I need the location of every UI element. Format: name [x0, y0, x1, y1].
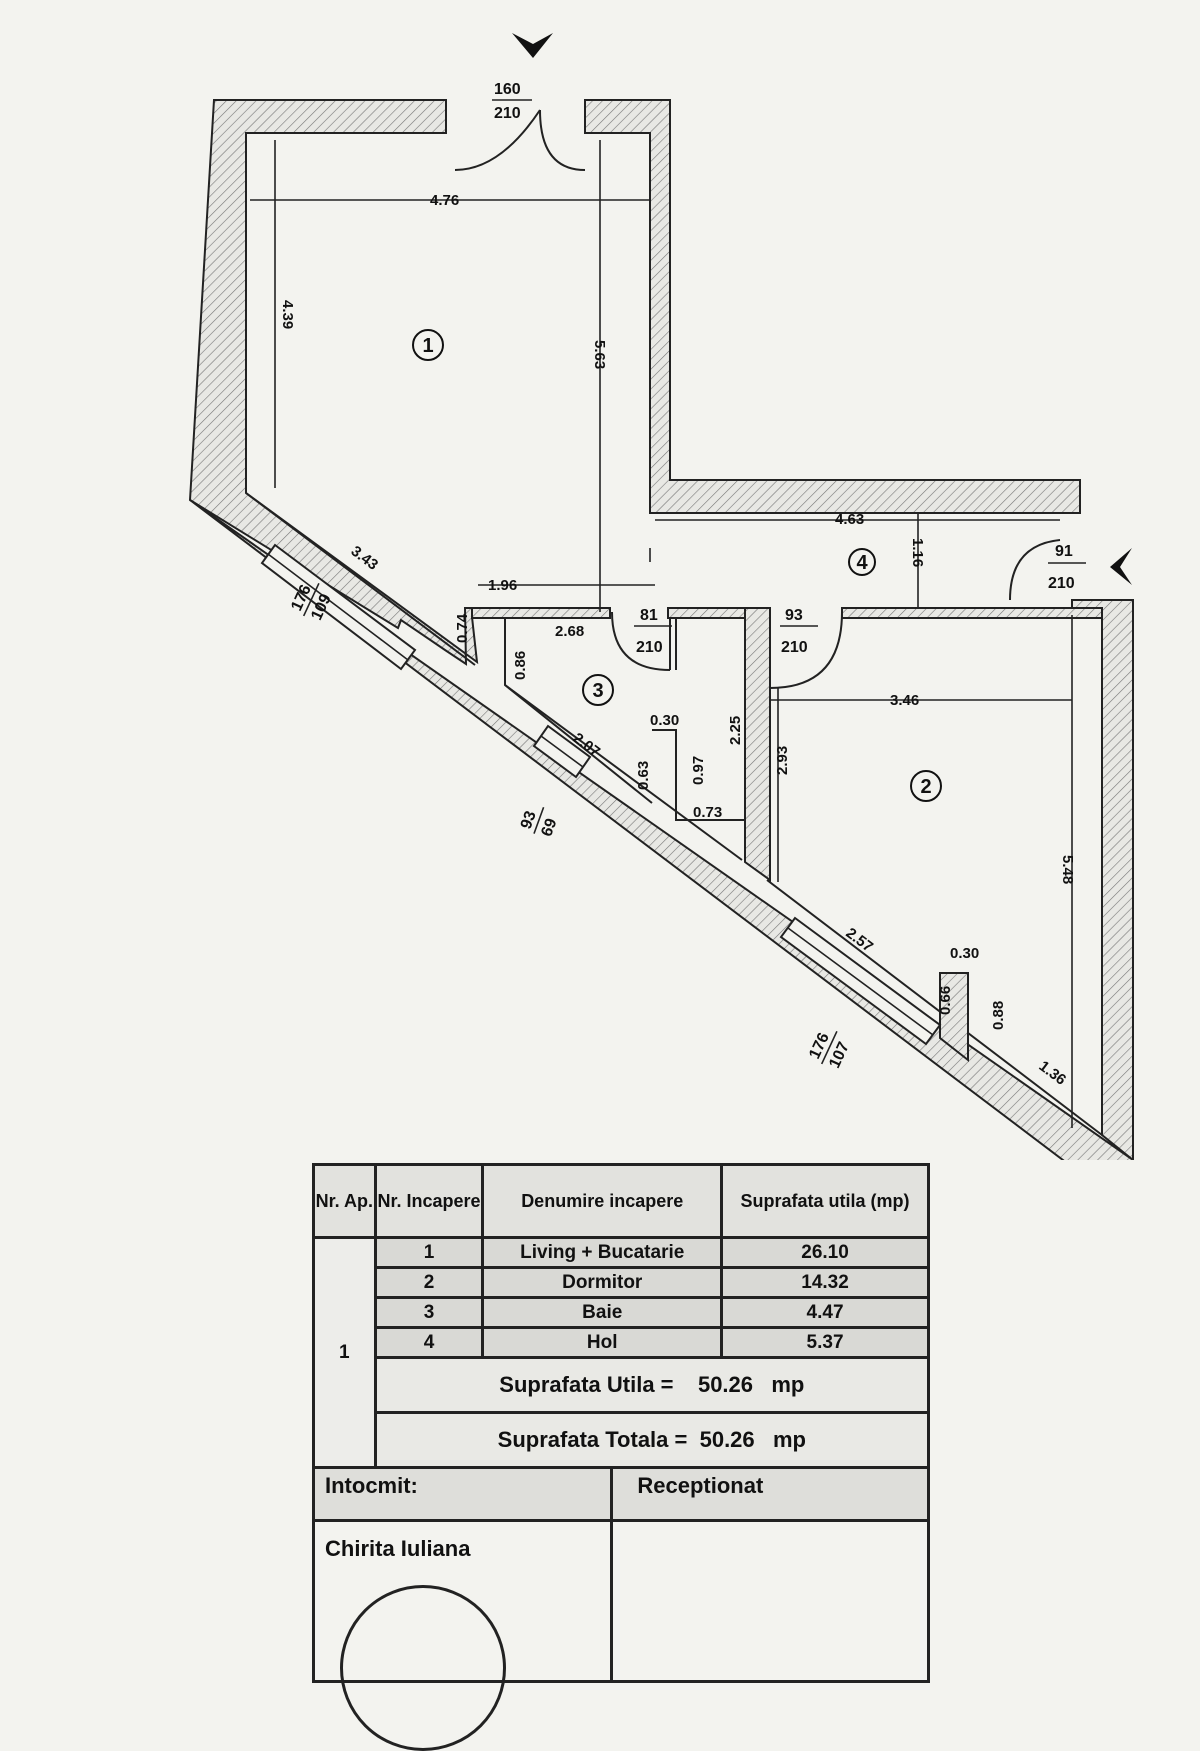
room-number-2: 2: [910, 770, 942, 802]
door-width: 93: [785, 607, 803, 624]
dim-4-76: 4.76: [430, 192, 459, 209]
stamp-seal: [340, 1585, 506, 1751]
door-height: 210: [781, 639, 808, 656]
dim-0-30b: 0.30: [950, 945, 979, 962]
door-height: 210: [1048, 575, 1075, 592]
dim-5-63: 5.63: [591, 340, 608, 369]
entry-arrow-top: [512, 33, 553, 58]
room-name: Dormitor: [481, 1266, 724, 1299]
room-name: Living + Bucatarie: [481, 1236, 724, 1269]
dim-0-74: 0.74: [454, 613, 471, 643]
door-width: 160: [494, 81, 521, 98]
room-nr: 1: [373, 1236, 485, 1269]
intocmit-label: Intocmit:: [311, 1466, 614, 1522]
door-label-entrance: 160 210: [492, 81, 532, 122]
dim-1-96: 1.96: [488, 577, 517, 594]
door-label-side: 91 210: [1048, 543, 1086, 592]
svg-text:3: 3: [592, 680, 603, 702]
svg-text:4: 4: [856, 552, 868, 574]
dim-0-73: 0.73: [693, 804, 722, 821]
svg-text:2: 2: [920, 776, 931, 798]
room-number-3: 3: [582, 674, 614, 706]
side-door-arc: [1009, 539, 1061, 601]
window-label-3: 176 107: [806, 1030, 853, 1071]
room-number-4: 4: [848, 548, 876, 576]
dim-1-16: 1.16: [909, 538, 926, 567]
floor-plan: 160 210 91 210 81 210 93 210 176 109 93 …: [188, 33, 1134, 1160]
header-denumire: Denumire incapere: [481, 1163, 724, 1239]
apartment-number: 1: [312, 1236, 377, 1469]
dim-4-63: 4.63: [835, 511, 864, 528]
suprafata-utila: Suprafata Utila = 50.26 mp: [373, 1356, 931, 1414]
hall-upper-walls: [584, 99, 1081, 514]
dim-2-68: 2.68: [555, 623, 584, 640]
room-number-1: 1: [412, 329, 444, 361]
bath-inner-walls: [504, 617, 746, 821]
window-3: [779, 916, 942, 1046]
dim-3-46: 3.46: [890, 692, 919, 709]
dim-0-86: 0.86: [512, 651, 529, 680]
receptionat-label: Receptionat: [610, 1466, 930, 1522]
room-area: 14.32: [720, 1266, 930, 1299]
door-width: 81: [640, 607, 658, 624]
living-room-walls: [188, 99, 501, 666]
dim-1-36: 1.36: [1036, 1058, 1070, 1089]
suprafata-totala: Suprafata Totala = 50.26 mp: [373, 1411, 931, 1469]
window-1: [260, 543, 417, 671]
area-table: Nr. Ap. Nr. Incapere Denumire incapere S…: [312, 1163, 931, 1469]
dim-2-93: 2.93: [774, 746, 791, 775]
window-label-2: 93 69: [518, 807, 561, 839]
dim-4-39: 4.39: [279, 300, 296, 329]
header-nr-ap: Nr. Ap.: [312, 1163, 377, 1239]
svg-text:1: 1: [422, 335, 433, 357]
dim-2-25: 2.25: [727, 716, 744, 745]
header-suprafata: Suprafata utila (mp): [720, 1163, 930, 1239]
window-height: 69: [538, 816, 560, 839]
dim-5-48: 5.48: [1059, 855, 1076, 884]
dim-0-97: 0.97: [690, 756, 707, 785]
dim-0-30a: 0.30: [650, 712, 679, 729]
window-width: 93: [518, 809, 540, 832]
bath-door-arc: [611, 611, 671, 671]
room-nr: 3: [373, 1296, 485, 1329]
bedroom-door-arc: [769, 611, 843, 689]
room-area: 26.10: [720, 1236, 930, 1269]
dim-3-43: 3.43: [348, 543, 382, 574]
room-area: 4.47: [720, 1296, 930, 1329]
receptionat-box: [610, 1519, 930, 1683]
door-width: 91: [1055, 543, 1073, 560]
dim-0-66: 0.66: [937, 986, 954, 1015]
entrance-door-arc: [454, 109, 586, 171]
door-height: 210: [494, 105, 521, 122]
pillar-room-2: [939, 972, 969, 1063]
room-name: Baie: [481, 1296, 724, 1329]
bath-partition: [744, 607, 771, 882]
facade-inner-line: [245, 492, 1103, 1136]
room-nr: 2: [373, 1266, 485, 1299]
dim-0-88: 0.88: [990, 1001, 1007, 1030]
entry-arrow-right: [1110, 548, 1132, 585]
window-2: [532, 724, 592, 779]
door-label-bath: 81 210: [634, 607, 672, 656]
room-name: Hol: [481, 1326, 724, 1359]
door-label-bedroom: 93 210: [780, 607, 818, 656]
room-nr: 4: [373, 1326, 485, 1359]
room-area: 5.37: [720, 1326, 930, 1359]
door-height: 210: [636, 639, 663, 656]
dim-0-63: 0.63: [635, 761, 652, 790]
header-nr-incapere: Nr. Incapere: [373, 1163, 485, 1239]
dimension-lines: [250, 140, 1073, 1128]
